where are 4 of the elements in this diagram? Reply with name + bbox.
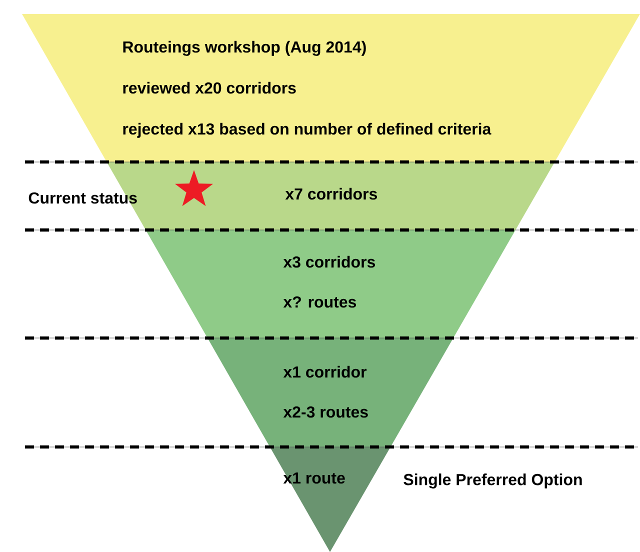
- funnel-band: x1 corridor x2-3 routes: [208, 338, 454, 447]
- funnel-band: Routeings workshop (Aug 2014) reviewed x20 corridors rejected x13 based on number of defined criteria: [22, 14, 640, 162]
- option-label: Single Preferred Option: [404, 474, 582, 488]
- funnel-band: x3 corridors x? routes: [146, 230, 516, 338]
